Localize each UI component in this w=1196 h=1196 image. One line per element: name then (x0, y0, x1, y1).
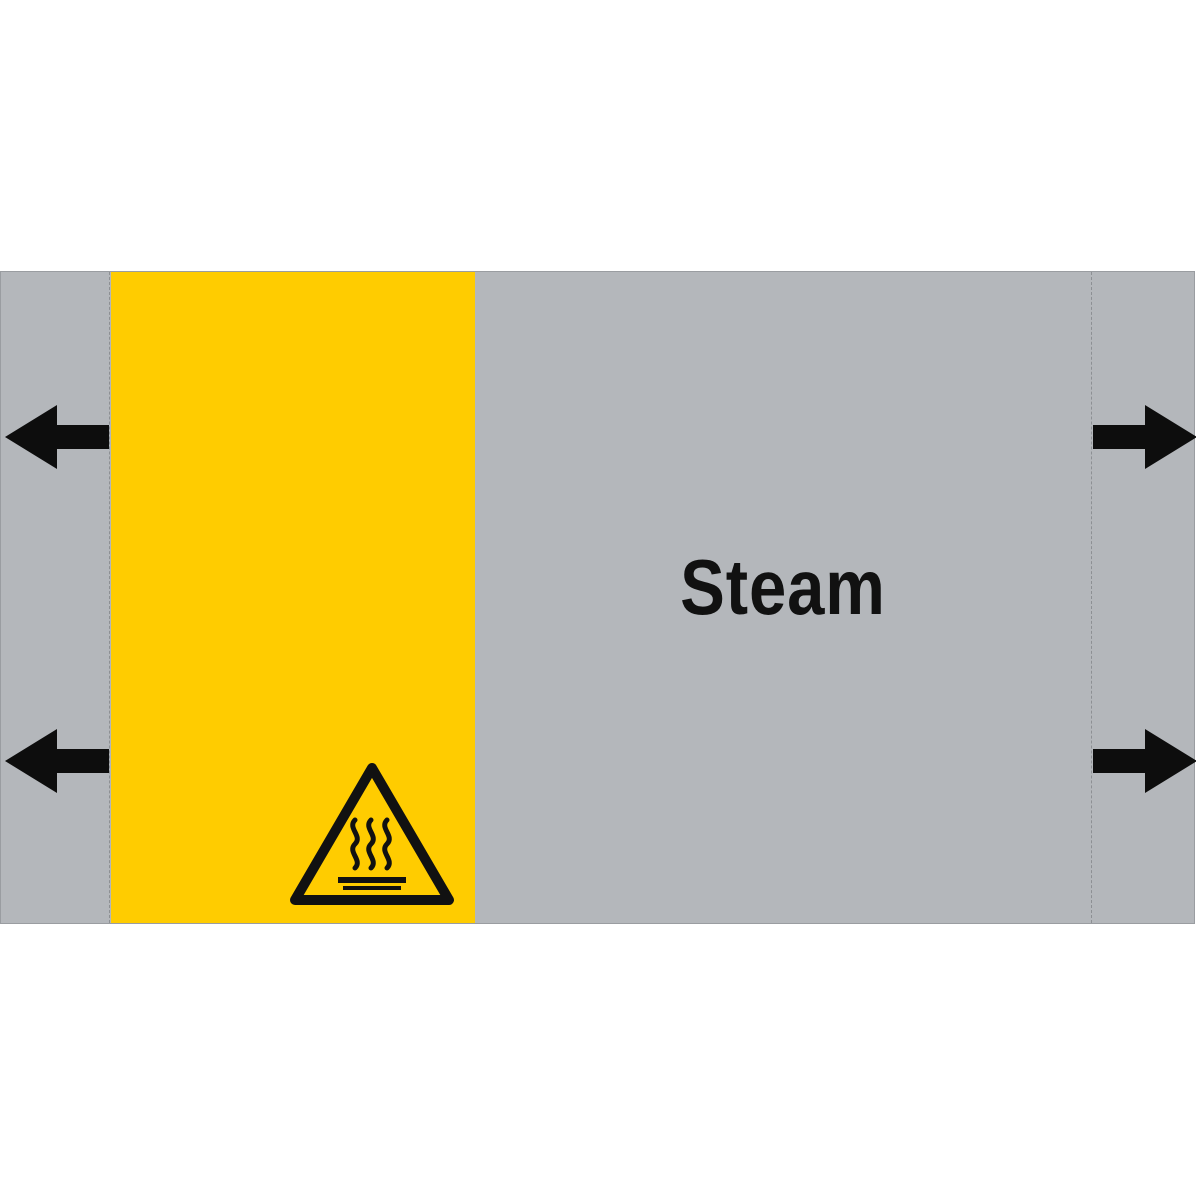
arrow-left-icon (5, 405, 109, 469)
arrow-left-icon (5, 729, 109, 793)
right-cut-line (1091, 272, 1092, 923)
arrow-right-icon (1093, 405, 1196, 469)
hot-surface-warning-icon (290, 763, 454, 905)
pipe-marker-label: Steam (0, 271, 1196, 924)
medium-label: Steam (680, 543, 886, 631)
hazard-color-band (111, 272, 475, 923)
left-cut-line (109, 272, 110, 923)
arrow-right-icon (1093, 729, 1196, 793)
